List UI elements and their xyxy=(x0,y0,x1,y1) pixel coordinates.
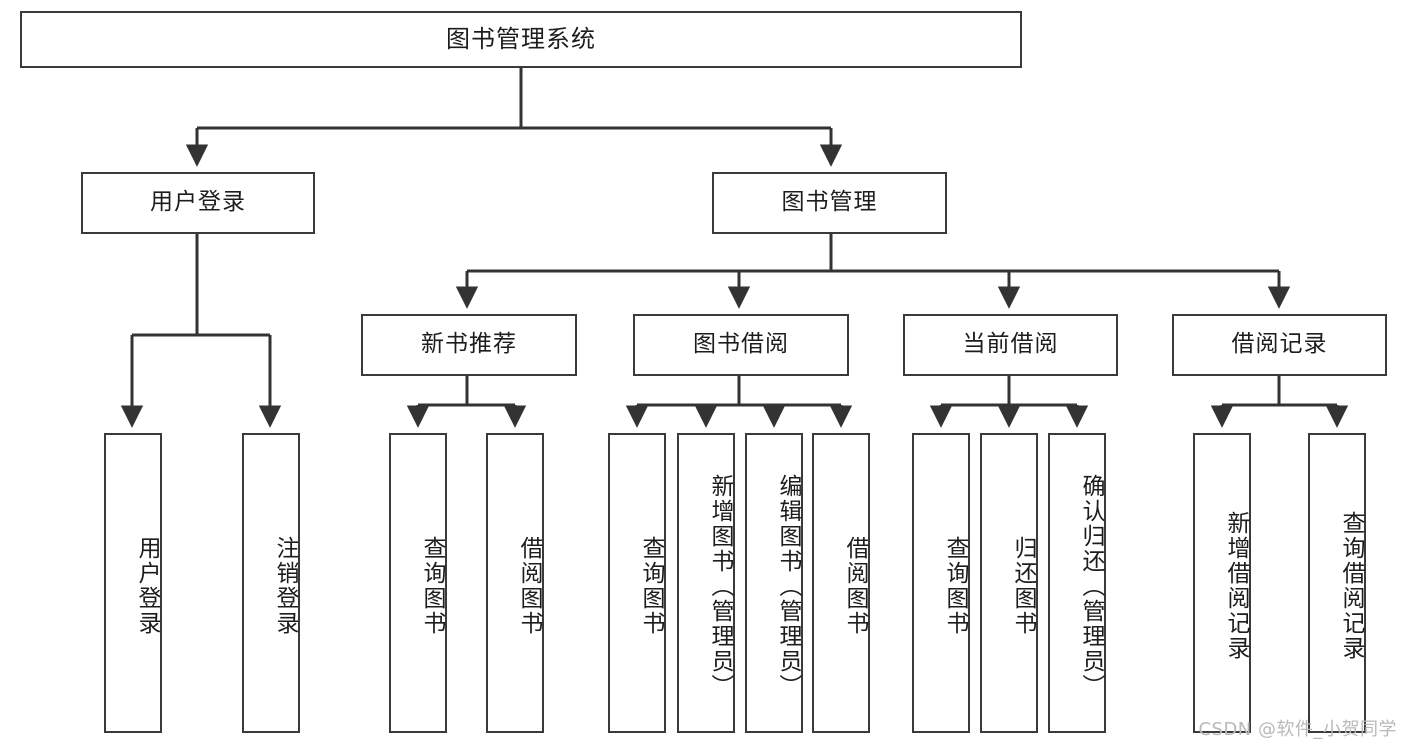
node-label: 借阅记录 xyxy=(1231,331,1328,358)
leaf-query-book-borrow[interactable]: 查询图书 xyxy=(608,433,666,733)
leaf-borrow-book-recommend[interactable]: 借阅图书 xyxy=(486,433,544,733)
leaf-add-book-admin[interactable]: 新增图书（管理员） xyxy=(677,433,735,733)
leaf-return-book[interactable]: 归还图书 xyxy=(980,433,1038,733)
leaf-confirm-return-admin[interactable]: 确认归还（管理员） xyxy=(1048,433,1106,733)
node-label: 借阅图书 xyxy=(842,536,868,636)
node-label: 图书管理系统 xyxy=(446,25,596,54)
node-label: 确认归还（管理员） xyxy=(1078,473,1104,699)
leaf-query-borrow-record[interactable]: 查询借阅记录 xyxy=(1308,433,1366,733)
node-label: 用户登录 xyxy=(150,189,246,216)
node-label: 查询图书 xyxy=(419,536,445,636)
node-label: 图书管理 xyxy=(781,189,878,216)
node-book-borrow[interactable]: 图书借阅 xyxy=(633,314,849,376)
leaf-query-book-recommend[interactable]: 查询图书 xyxy=(389,433,447,733)
node-book-management[interactable]: 图书管理 xyxy=(712,172,947,234)
leaf-query-book-current[interactable]: 查询图书 xyxy=(912,433,970,733)
node-current-borrow[interactable]: 当前借阅 xyxy=(903,314,1118,376)
node-label: 注销登录 xyxy=(272,536,298,636)
node-label: 用户登录 xyxy=(134,536,160,636)
leaf-borrow-book[interactable]: 借阅图书 xyxy=(812,433,870,733)
node-label: 图书借阅 xyxy=(693,331,789,358)
node-root-system[interactable]: 图书管理系统 xyxy=(20,11,1022,68)
leaf-add-borrow-record[interactable]: 新增借阅记录 xyxy=(1193,433,1251,733)
node-label: 新增图书（管理员） xyxy=(707,473,733,699)
node-label: 当前借阅 xyxy=(962,331,1059,358)
node-label: 新书推荐 xyxy=(421,331,517,358)
node-label: 查询借阅记录 xyxy=(1338,511,1364,661)
node-label: 编辑图书（管理员） xyxy=(775,473,801,699)
watermark-text: CSDN @软件_小贺同学 xyxy=(1198,719,1397,740)
leaf-edit-book-admin[interactable]: 编辑图书（管理员） xyxy=(745,433,803,733)
node-user-login[interactable]: 用户登录 xyxy=(81,172,315,234)
node-label: 归还图书 xyxy=(1010,536,1036,636)
leaf-logout[interactable]: 注销登录 xyxy=(242,433,300,733)
node-borrow-record[interactable]: 借阅记录 xyxy=(1172,314,1387,376)
leaf-user-login[interactable]: 用户登录 xyxy=(104,433,162,733)
node-label: 新增借阅记录 xyxy=(1223,511,1249,661)
node-label: 查询图书 xyxy=(638,536,664,636)
node-label: 借阅图书 xyxy=(516,536,542,636)
node-label: 查询图书 xyxy=(942,536,968,636)
node-new-book-recommend[interactable]: 新书推荐 xyxy=(361,314,577,376)
